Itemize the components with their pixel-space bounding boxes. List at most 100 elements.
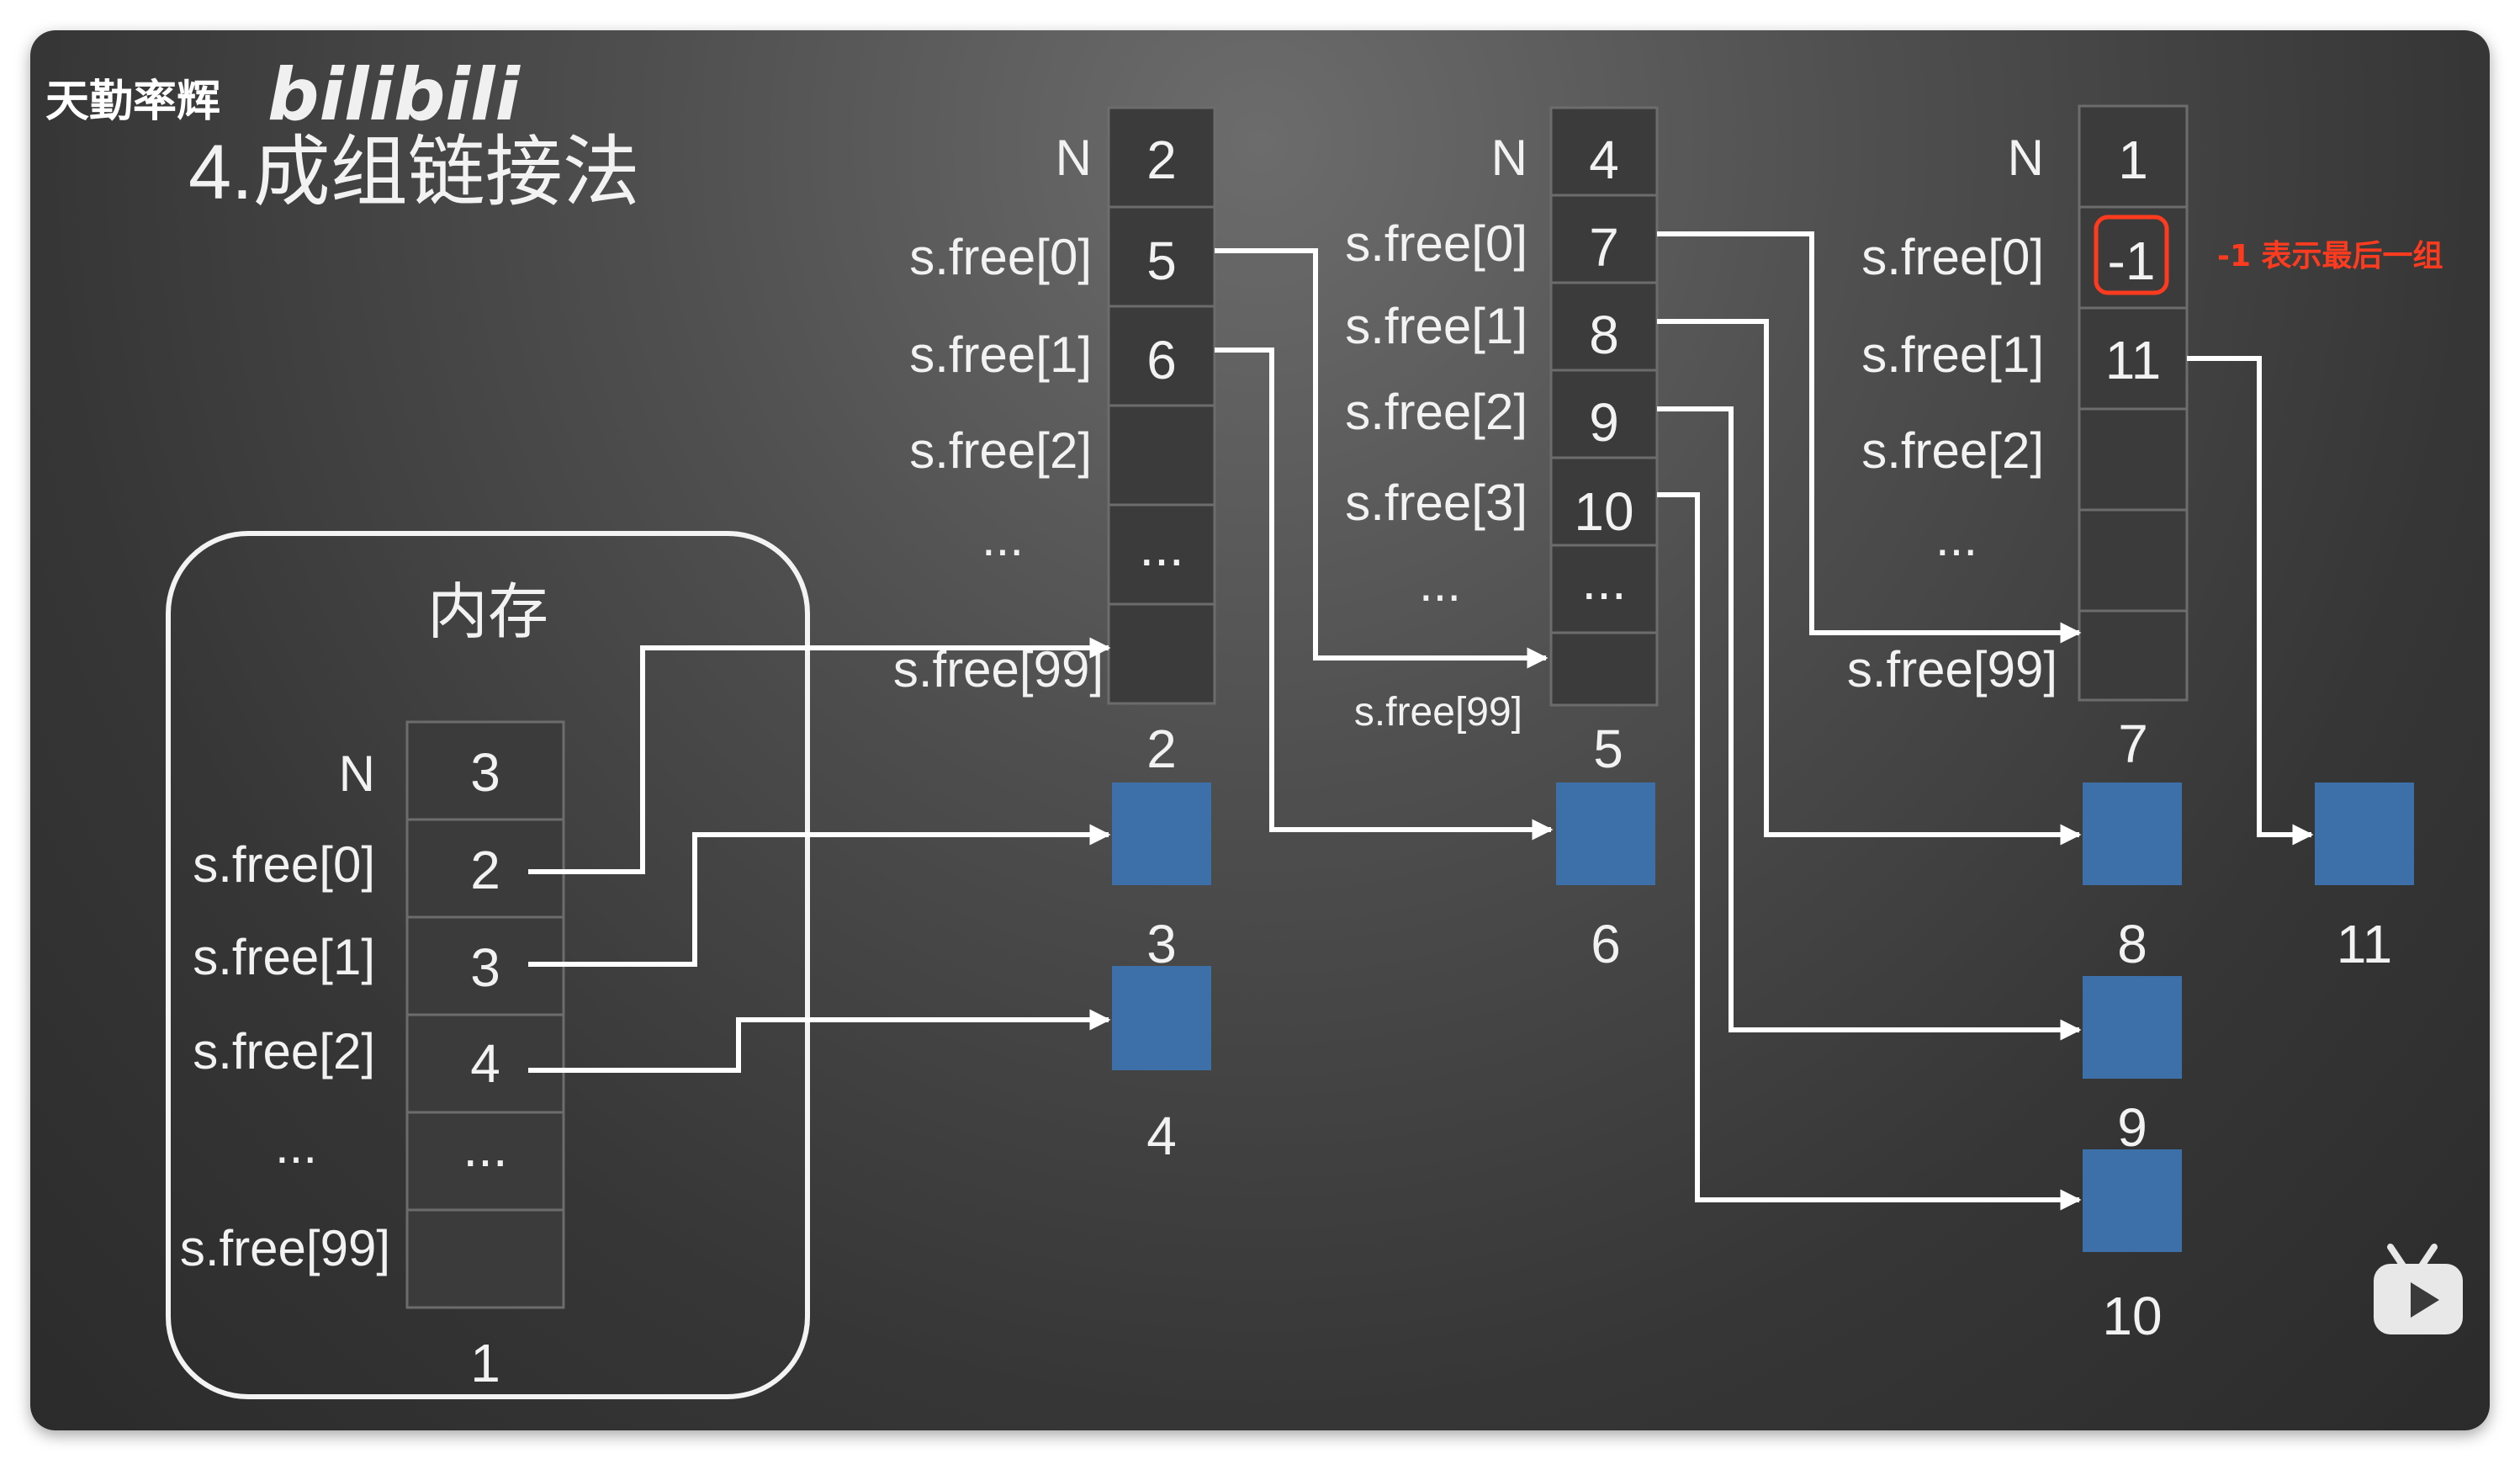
group-c-cell-ellipsis (2078, 508, 2189, 613)
memory-row-label: s.free[0] (193, 836, 375, 893)
group-b-cell-free0 (1549, 194, 1659, 284)
group-c-row-value: 1 (2118, 130, 2148, 190)
group-b-row-label: s.free[1] (1345, 298, 1527, 354)
grouped-linking-diagram: 天勤率辉 bilibili 4.成组链接法 内存 N s.free[0] s.f… (45, 53, 2463, 1399)
group-a-row-value: 5 (1146, 231, 1177, 291)
memory-caption: 1 (470, 1333, 500, 1393)
group-a-row-label: s.free[0] (909, 229, 1092, 285)
group-a-row-label: ... (982, 510, 1024, 566)
arrow-group-7-to-block-11 (2187, 356, 2314, 846)
group-a-row-value: 2 (1146, 130, 1177, 190)
group-c-row-value: 11 (2105, 330, 2161, 390)
group-a-cell-ellipsis (1107, 503, 1216, 606)
group-c-caption: 7 (2118, 714, 2148, 774)
group-b-row-label: s.free[99] (1354, 690, 1522, 735)
memory-row-value: 2 (470, 840, 500, 900)
arrow-group-5-to-group-7 (1657, 231, 2082, 644)
memory-row-value: 3 (470, 937, 500, 998)
slide-frame: 天勤率辉 bilibili 4.成组链接法 内存 N s.free[0] s.f… (30, 30, 2490, 1430)
group-c-row-label: ... (1935, 510, 1977, 566)
bilibili-logo: bilibili (267, 53, 521, 137)
arrow-memory-to-block-3 (528, 824, 1111, 967)
memory-row-value: ... (463, 1117, 507, 1178)
group-a-caption: 2 (1146, 719, 1177, 779)
memory-row-label: N (339, 745, 375, 802)
free-block-11 (2315, 783, 2414, 885)
group-b-row-label: ... (1419, 555, 1461, 612)
free-block-8 (2083, 783, 2182, 885)
free-block-label: 8 (2117, 914, 2147, 974)
link-arrows (528, 231, 2314, 1211)
group-a-cell-free2 (1107, 404, 1216, 507)
free-block-label: 9 (2117, 1097, 2147, 1158)
group-b-row-label: N (1491, 130, 1527, 186)
group-a-row-label: s.free[99] (893, 641, 1104, 698)
group-c-row-label: N (2008, 130, 2044, 186)
group-b-row-value: 10 (1574, 481, 1633, 542)
group-b-cell-free99 (1549, 631, 1659, 707)
watermark-channel: 天勤率辉 (45, 77, 220, 127)
group-b-row-value: 4 (1589, 130, 1619, 190)
arrow-group-2-to-group-5 (1215, 248, 1549, 669)
group-b-cell-free2 (1549, 369, 1659, 459)
group-c-cell-free2 (2078, 407, 2189, 512)
arrow-group-5-to-block-9 (1657, 406, 2082, 1041)
memory-cell-free2 (405, 1013, 565, 1114)
group-c-row-label: s.free[99] (1847, 641, 2057, 698)
memory-row-value: 3 (470, 742, 500, 803)
free-block-6 (1556, 783, 1655, 885)
group-a-row-label: s.free[1] (909, 326, 1092, 383)
group-c-cell-n (2078, 104, 2189, 209)
free-block-label: 6 (1591, 914, 1621, 974)
group-a-row-value: ... (1139, 517, 1183, 577)
memory-border (166, 531, 810, 1399)
group-a-cell-free0 (1107, 205, 1216, 308)
group-b-row-label: s.free[2] (1345, 384, 1527, 440)
group-a-row-value: 6 (1146, 330, 1177, 390)
group-a-cell-free1 (1107, 305, 1216, 407)
free-block-label: 11 (2337, 914, 2392, 974)
group-block-2: N s.free[0] s.free[1] s.free[2] ... s.fr… (893, 106, 1216, 779)
group-b-row-label: s.free[0] (1345, 215, 1527, 272)
last-group-note: -1 表示最后一组 (2217, 239, 2443, 273)
arrow-group-5-to-block-8 (1657, 319, 2082, 846)
group-a-row-label: s.free[2] (909, 422, 1092, 479)
free-block-10 (2083, 1149, 2182, 1252)
group-a-cell-free99 (1107, 602, 1216, 705)
watermark: 天勤率辉 bilibili (45, 53, 521, 137)
memory-row-label: s.free[2] (193, 1023, 375, 1080)
memory-cell-free99 (405, 1208, 565, 1309)
free-block-label: 3 (1146, 914, 1177, 974)
group-c-row-label: s.free[0] (1861, 229, 2044, 285)
group-c-cell-free99 (2078, 609, 2189, 702)
free-blocks: 3 4 6 8 9 10 11 (1112, 783, 2414, 1346)
group-a-cell-n (1107, 106, 1216, 209)
group-b-row-value: 9 (1589, 392, 1619, 453)
memory-row-value: 4 (470, 1033, 500, 1094)
group-b-cell-n (1549, 106, 1659, 197)
memory-row-label: ... (275, 1117, 317, 1174)
arrow-group-5-to-block-10 (1657, 492, 2082, 1211)
free-block-label: 4 (1146, 1106, 1177, 1166)
memory-label: 内存 (427, 579, 548, 646)
memory-cell-free0 (405, 818, 565, 919)
last-group-highlight (2094, 215, 2169, 295)
group-block-7: N s.free[0] s.free[1] s.free[2] ... s.fr… (1847, 104, 2443, 774)
group-c-row-label: s.free[1] (1861, 326, 2044, 383)
group-a-row-label: N (1056, 130, 1092, 186)
memory-row-label: s.free[1] (193, 929, 375, 985)
group-b-caption: 5 (1593, 719, 1623, 779)
free-block-3 (1112, 783, 1211, 885)
play-icon[interactable] (2374, 1244, 2463, 1334)
free-block-label: 10 (2102, 1286, 2162, 1346)
arrow-group-2-to-block-6 (1215, 348, 1554, 841)
free-block-9 (2083, 976, 2182, 1079)
slide-title: 4.成组链接法 (188, 130, 640, 215)
group-b-row-value: 8 (1589, 305, 1619, 365)
group-b-row-value: ... (1581, 550, 1626, 611)
memory-row-label: s.free[99] (180, 1220, 390, 1276)
memory-panel: 内存 N s.free[0] s.free[1] s.free[2] ... s… (166, 531, 810, 1399)
group-c-cell-free1 (2078, 306, 2189, 411)
group-c-row-label: s.free[2] (1861, 422, 2044, 479)
arrow-memory-to-block-4 (528, 1009, 1111, 1073)
